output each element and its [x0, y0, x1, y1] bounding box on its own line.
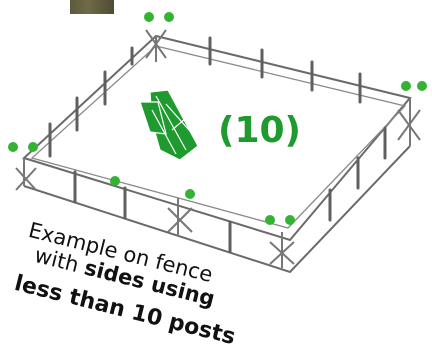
green-dot-marker [164, 12, 174, 22]
green-dot-marker [265, 215, 275, 225]
top-rail [24, 36, 410, 240]
fence-post-bundle-icon [140, 90, 198, 160]
green-dot-marker [401, 81, 411, 91]
green-dot-marker [144, 12, 154, 22]
green-dot-marker [8, 142, 18, 152]
post-count-label: (10) [218, 110, 301, 151]
green-dot-marker [110, 176, 120, 186]
green-dot-marker [185, 189, 195, 199]
green-dot-marker [285, 215, 295, 225]
green-dot-marker [28, 142, 38, 152]
green-dot-marker [417, 81, 427, 91]
